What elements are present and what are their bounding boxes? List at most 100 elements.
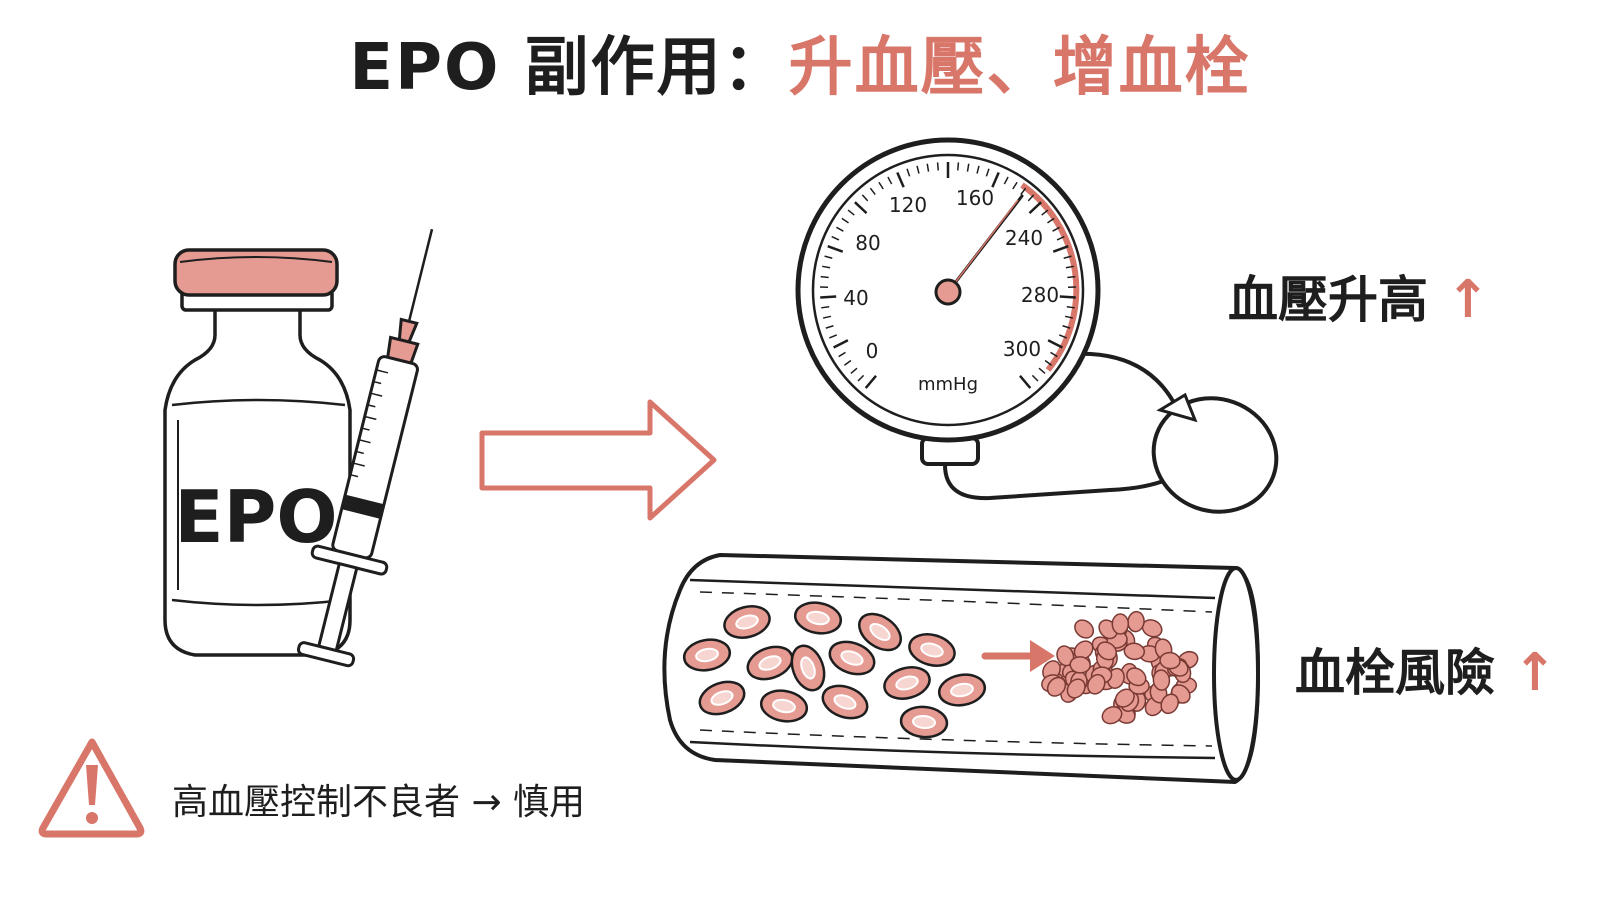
gauge-tick-mark bbox=[966, 163, 970, 172]
gauge-tick-mark bbox=[825, 325, 834, 329]
gauge-tick-mark bbox=[1038, 367, 1046, 374]
gauge-tick-mark bbox=[1067, 275, 1076, 279]
clot-cell bbox=[1126, 667, 1147, 687]
effect-thrombosis-text: 血栓風險 bbox=[1295, 644, 1495, 702]
epo-vial-icon: EPO bbox=[163, 248, 352, 657]
gauge-tick-mark bbox=[864, 374, 877, 389]
gauge-tick-mark bbox=[1063, 255, 1072, 259]
gauge-tick-mark bbox=[906, 168, 911, 177]
gauge-tick-mark bbox=[847, 209, 855, 216]
gauge-tick-mark bbox=[976, 165, 980, 174]
gauge-tick-mark bbox=[850, 367, 858, 374]
gauge-tick-280: 280 bbox=[1021, 283, 1059, 307]
page-title: EPO 副作用：升血壓、增血栓 bbox=[0, 28, 1600, 108]
gauge-tick-mark bbox=[1052, 226, 1060, 232]
gauge-tick-mark bbox=[1062, 325, 1071, 329]
gauge-tick-mark bbox=[854, 201, 868, 215]
gauge-tick-mark bbox=[833, 339, 849, 349]
gauge-tick-mark bbox=[957, 162, 960, 171]
gauge-tick-mark bbox=[1019, 374, 1032, 389]
gauge-tick-mark bbox=[926, 163, 930, 172]
gauge-tick-40: 40 bbox=[843, 286, 868, 310]
gauge-tick-mark bbox=[820, 295, 837, 299]
warning-triangle-icon bbox=[38, 738, 145, 838]
gauge-tick-mark bbox=[1056, 235, 1065, 241]
gauge-tick-mark bbox=[1065, 265, 1074, 269]
clot-cell bbox=[1056, 645, 1075, 667]
gauge-tick-160: 160 bbox=[956, 186, 994, 210]
blood-vessel-icon bbox=[662, 552, 1261, 785]
clot-cell bbox=[1101, 706, 1123, 725]
gauge-tick-mark bbox=[857, 374, 865, 382]
gauge-tick-mark bbox=[1041, 209, 1049, 216]
gauge-tick-mark bbox=[838, 351, 846, 358]
gauge-tick-mark bbox=[1012, 181, 1018, 190]
gauge-tick-mark bbox=[844, 359, 852, 366]
clot-cell bbox=[1123, 642, 1146, 661]
gauge-tick-mark bbox=[869, 187, 876, 196]
syringe-icon bbox=[296, 228, 434, 668]
gauge-tick-mark bbox=[861, 194, 869, 202]
gauge-tick-mark bbox=[1047, 217, 1055, 224]
clot-cell bbox=[1111, 613, 1130, 635]
title-highlight: 升血壓、增血栓 bbox=[788, 31, 1251, 105]
gauge-tick-mark bbox=[1064, 315, 1074, 319]
gauge-tick-mark bbox=[1059, 295, 1076, 299]
gauge-tick-mark bbox=[1058, 334, 1067, 339]
red-blood-cell-center bbox=[840, 650, 864, 666]
blood-pressure-gauge-icon: 0 40 80 120 160 240 280 300 mmHg bbox=[795, 137, 1279, 514]
clot-cell bbox=[1152, 669, 1171, 691]
gauge-tick-mark bbox=[1052, 245, 1069, 253]
gauge-tick-mark bbox=[827, 245, 844, 253]
gauge-tick-mark bbox=[916, 165, 920, 174]
gauge-tick-mark bbox=[896, 171, 905, 188]
gauge-tick-240: 240 bbox=[1005, 226, 1043, 250]
gauge-tick-mark bbox=[1044, 359, 1052, 366]
red-blood-cell-center bbox=[772, 698, 796, 714]
gauge-tick-mark bbox=[822, 265, 831, 269]
gauge-tick-mark bbox=[1050, 351, 1058, 358]
red-blood-cell-center bbox=[950, 682, 974, 698]
clot-cell bbox=[1087, 673, 1106, 695]
gauge-tick-mark bbox=[1028, 201, 1042, 215]
warning-text: 高血壓控制不良者 → 慎用 bbox=[172, 782, 586, 823]
gauge-tick-mark bbox=[824, 255, 833, 259]
effect-blood-pressure: 血壓升高 ↑ bbox=[1228, 270, 1490, 330]
gauge-tick-mark bbox=[936, 162, 939, 171]
gauge-tick-mark bbox=[829, 334, 838, 339]
clot-cell bbox=[1074, 619, 1095, 639]
red-blood-cell-center bbox=[833, 694, 857, 710]
effect-blood-pressure-text: 血壓升高 bbox=[1228, 271, 1428, 329]
clot-cell bbox=[1159, 651, 1181, 670]
red-blood-cell-center bbox=[735, 614, 759, 630]
red-blood-cell-center bbox=[869, 623, 891, 641]
title-prefix: EPO 副作用： bbox=[349, 31, 789, 105]
red-blood-cell-center bbox=[758, 655, 782, 671]
gauge-unit: mmHg bbox=[918, 374, 978, 395]
gauge-tick-mark bbox=[831, 235, 840, 241]
gauge-tick-80: 80 bbox=[855, 231, 880, 255]
red-blood-cell-center bbox=[800, 656, 816, 680]
gauge-tick-mark bbox=[836, 226, 844, 232]
arrow-up-icon: ↑ bbox=[1446, 270, 1490, 330]
clot-cell bbox=[1046, 676, 1067, 697]
arrow-up-icon: ↑ bbox=[1513, 643, 1557, 703]
gauge-tick-mark bbox=[887, 176, 893, 185]
gauge-tick-mark bbox=[1027, 194, 1035, 202]
gauge-tick-mark bbox=[1066, 305, 1075, 309]
clot-cell bbox=[1069, 656, 1091, 674]
red-blood-cell-center bbox=[912, 714, 936, 730]
gauge-tick-mark bbox=[878, 181, 884, 190]
red-blood-cell-center bbox=[920, 642, 944, 658]
effect-thrombosis: 血栓風險 ↑ bbox=[1295, 643, 1557, 703]
gauge-tick-mark bbox=[822, 315, 832, 319]
gauge-tick-mark bbox=[841, 217, 849, 224]
vial-label: EPO bbox=[174, 475, 337, 559]
gauge-tick-mark bbox=[1031, 374, 1039, 382]
gauge-tick-mark bbox=[991, 171, 1000, 188]
gauge-tick-mark bbox=[1020, 187, 1027, 196]
clot-cell bbox=[1160, 693, 1179, 715]
gauge-tick-mark bbox=[821, 305, 830, 309]
gauge-tick-mark bbox=[1047, 339, 1063, 349]
